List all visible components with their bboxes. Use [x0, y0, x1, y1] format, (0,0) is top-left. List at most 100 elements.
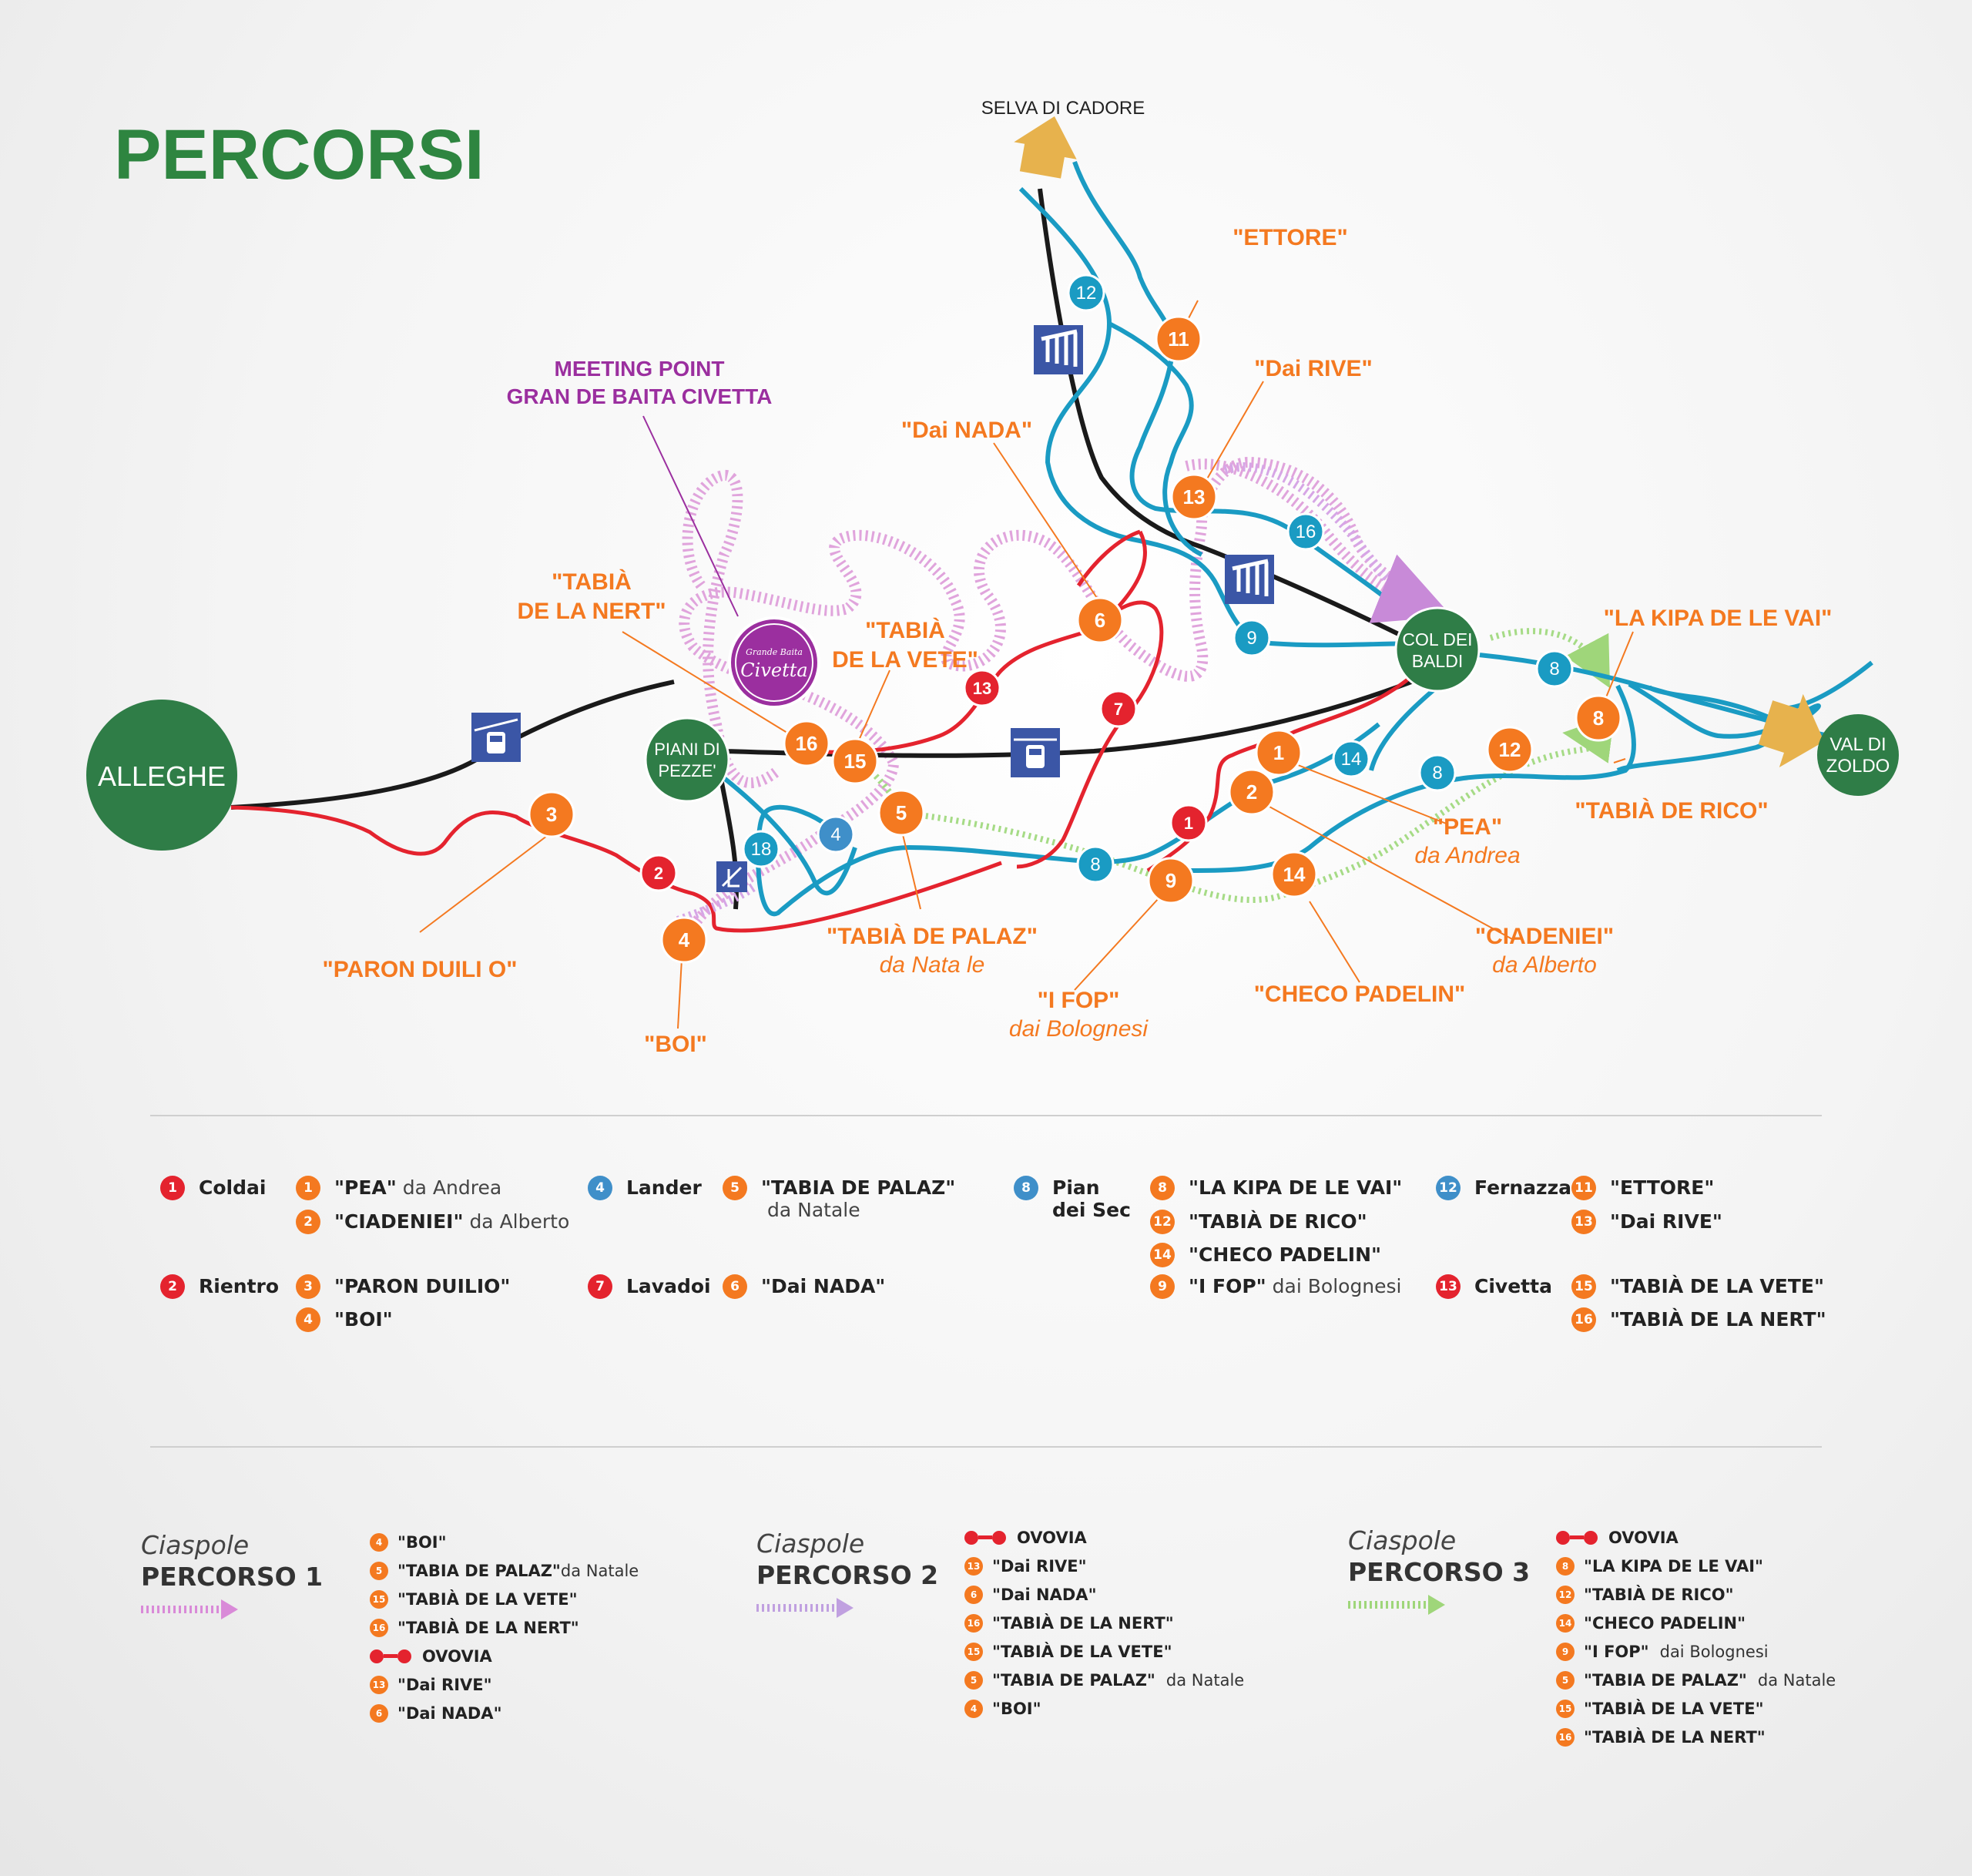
- route-stop-row: 5"TABIA DE PALAZ"da Natale: [1556, 1666, 1836, 1694]
- legend-trail-item: 13 Civetta: [1436, 1274, 1552, 1299]
- route-stop-row: 4"BOI": [370, 1528, 639, 1556]
- legend-label: dei Sec: [1052, 1199, 1131, 1221]
- legend-hut-item: 1"PEA" da Andrea: [296, 1176, 501, 1200]
- legend-number-badge: 13: [1571, 1210, 1596, 1234]
- svg-text:1: 1: [1184, 814, 1193, 833]
- svg-text:1: 1: [1273, 741, 1284, 764]
- legend-hut-item: 8 "LA KIPA DE LE VAI": [1150, 1176, 1402, 1200]
- route-stop-row: 15"TABIÀ DE LA VETE": [370, 1585, 639, 1613]
- label-ciadeniei: "CIADENIEI": [1475, 924, 1614, 949]
- hut-marker: 9: [1147, 857, 1195, 904]
- legend-label: "LA KIPA DE LE VAI": [1189, 1176, 1403, 1199]
- red-trail-marker: 2: [639, 854, 678, 892]
- route-stop-badge: 6: [964, 1585, 983, 1604]
- legend-hut-item: 6"Dai NADA": [723, 1274, 885, 1299]
- red-trail-markers: 13 7 2 1: [639, 669, 1208, 892]
- svg-text:2: 2: [654, 864, 663, 883]
- svg-text:4: 4: [830, 824, 840, 845]
- label-boi: "BOI": [644, 1032, 707, 1057]
- route-stop-badge: 15: [370, 1589, 388, 1609]
- legend-number-badge: 1: [160, 1176, 185, 1200]
- route-arrow-icon: [1348, 1595, 1445, 1615]
- legend-number-badge: 4: [296, 1307, 320, 1332]
- route-stop-row: 16"TABIÀ DE LA NERT": [1556, 1723, 1836, 1751]
- route-stop-badge: 16: [370, 1618, 388, 1637]
- svg-text:11: 11: [1168, 327, 1189, 351]
- route-stop-row: 14"CHECO PADELIN": [1556, 1609, 1836, 1637]
- legend-label: "CHECO PADELIN": [1189, 1243, 1382, 1266]
- legend-number-badge: 3: [296, 1274, 320, 1299]
- legend-sublabel: da Alberto: [469, 1210, 570, 1233]
- legend-hut-item: 13"Dai RIVE": [1571, 1210, 1722, 1234]
- svg-text:Civetta: Civetta: [740, 659, 807, 681]
- legend-label: "CIADENIEI": [334, 1210, 464, 1233]
- blue-trail-marker: 18: [742, 830, 780, 868]
- route-stop-row: 9"I FOP"dai Bolognesi: [1556, 1637, 1836, 1666]
- place-alleghe: ALLEGHE: [86, 700, 237, 851]
- chairlift-icon: [1225, 555, 1274, 604]
- legend-label: "TABIÀ DE LA VETE": [1610, 1275, 1824, 1297]
- blue-trail-marker: 16: [1286, 512, 1325, 551]
- map-labels: "ETTORE" "Dai RIVE" "Dai NADA" "TABIÀ DE…: [323, 225, 1833, 1057]
- blue-trail-marker: 12: [1067, 274, 1105, 312]
- svg-text:MEETING POINT: MEETING POINT: [555, 357, 725, 381]
- label-checo: "CHECO PADELIN": [1254, 982, 1466, 1007]
- svg-text:14: 14: [1341, 749, 1362, 770]
- legend-sublabel: dai Bolognesi: [1272, 1275, 1402, 1297]
- svg-text:3: 3: [546, 803, 557, 826]
- page-title: PERCORSI: [114, 116, 485, 194]
- route-stop-row: 16"TABIÀ DE LA NERT": [370, 1613, 639, 1642]
- route-stop-badge: 5: [1556, 1670, 1575, 1690]
- blue-trail-markers: 12 16 9 8 14 8 8 4 18: [742, 274, 1574, 884]
- legend-number-badge: 6: [723, 1274, 747, 1299]
- label-dai-nada: "Dai NADA": [901, 418, 1032, 443]
- hut-marker: 8: [1575, 694, 1622, 742]
- svg-text:Grande Baita: Grande Baita: [746, 647, 803, 657]
- svg-text:12: 12: [1499, 738, 1521, 761]
- legend-label: "PARON DUILIO": [334, 1275, 511, 1297]
- legend-label: "TABIA DE PALAZ": [761, 1176, 956, 1199]
- hut-marker: 16: [783, 720, 830, 767]
- svg-text:16: 16: [1296, 522, 1316, 542]
- route-stop-badge: 5: [370, 1561, 388, 1580]
- legend-hut-item: 16"TABIÀ DE LA NERT": [1571, 1307, 1826, 1332]
- legend-number-badge: 13: [1436, 1274, 1461, 1299]
- red-trail-marker: 7: [1099, 690, 1138, 728]
- legend-hut-item: 12"TABIÀ DE RICO": [1150, 1210, 1367, 1234]
- east-arrow-icon: [1758, 693, 1825, 768]
- hut-marker: 14: [1270, 851, 1318, 898]
- svg-text:ALLEGHE: ALLEGHE: [98, 760, 226, 792]
- place-piani-di-pezze: PIANI DI PEZZE': [644, 717, 730, 803]
- legend-sublabel: da Natale: [767, 1199, 860, 1221]
- svg-text:7: 7: [1114, 700, 1123, 719]
- legend-label: Lander: [626, 1176, 702, 1199]
- legend-divider: [150, 1115, 1822, 1116]
- route-stop-badge: 9: [1556, 1642, 1575, 1661]
- route-stop-badge: 13: [370, 1675, 388, 1694]
- hut-marker: 3: [528, 790, 575, 838]
- route-stop-badge: 16: [1556, 1727, 1575, 1747]
- svg-text:14: 14: [1283, 863, 1306, 886]
- legend-label: "PEA": [334, 1176, 397, 1199]
- snowshoe-route-2-line: [676, 462, 1452, 925]
- skilift-icon: [716, 861, 747, 892]
- route-stop-badge: 8: [1556, 1556, 1575, 1576]
- route-stop-row: 5"TABIA DE PALAZ"da Natale: [370, 1556, 639, 1585]
- legend-hut-item: 2"CIADENIEI" da Alberto: [296, 1210, 569, 1234]
- svg-text:8: 8: [1549, 659, 1559, 680]
- svg-text:PEZZE': PEZZE': [658, 761, 716, 780]
- legend-number-badge: 15: [1571, 1274, 1596, 1299]
- legend-label: Coldai: [199, 1176, 267, 1199]
- label-ettore: "ETTORE": [1232, 225, 1348, 250]
- svg-text:dai Bolognesi: dai Bolognesi: [1009, 1016, 1149, 1042]
- legend-number-badge: 8: [1150, 1176, 1175, 1200]
- legend-label: Civetta: [1474, 1275, 1552, 1297]
